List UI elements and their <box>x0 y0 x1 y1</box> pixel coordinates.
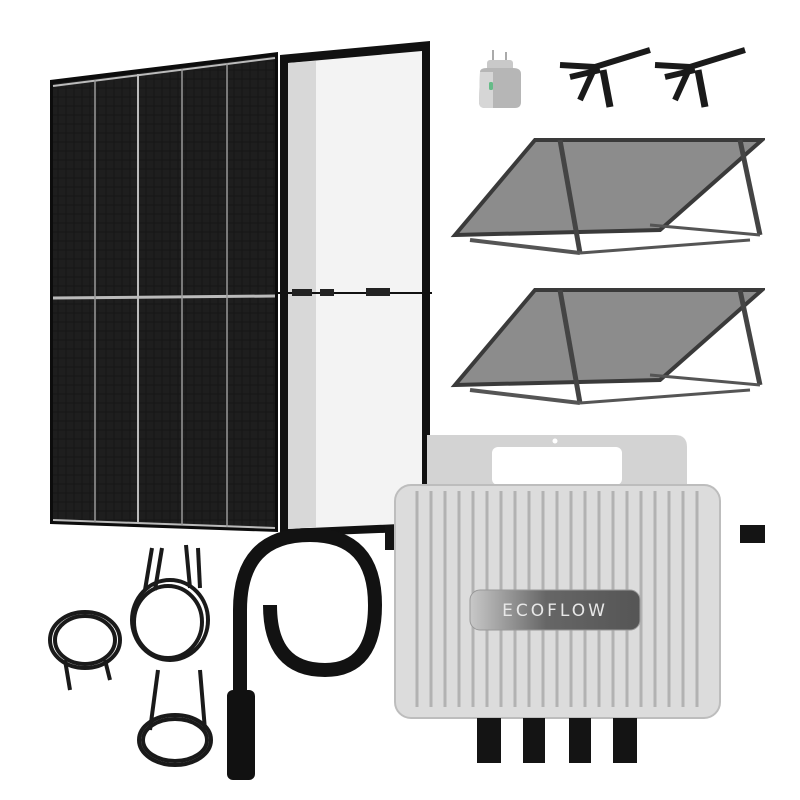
smart-plug <box>475 48 525 108</box>
y-connector-2 <box>650 45 750 110</box>
tilt-mount-panel-2 <box>450 285 765 410</box>
microinverter: ECOFLOW <box>385 425 765 775</box>
ac-output-cable <box>225 520 400 785</box>
tilt-mount-panel-1 <box>450 135 765 260</box>
extension-cables <box>40 540 220 775</box>
ecoflow-logo: ECOFLOW <box>502 601 608 621</box>
solar-panel-back <box>276 41 432 537</box>
y-connector-1 <box>555 45 655 110</box>
solar-panel-front <box>50 52 280 532</box>
